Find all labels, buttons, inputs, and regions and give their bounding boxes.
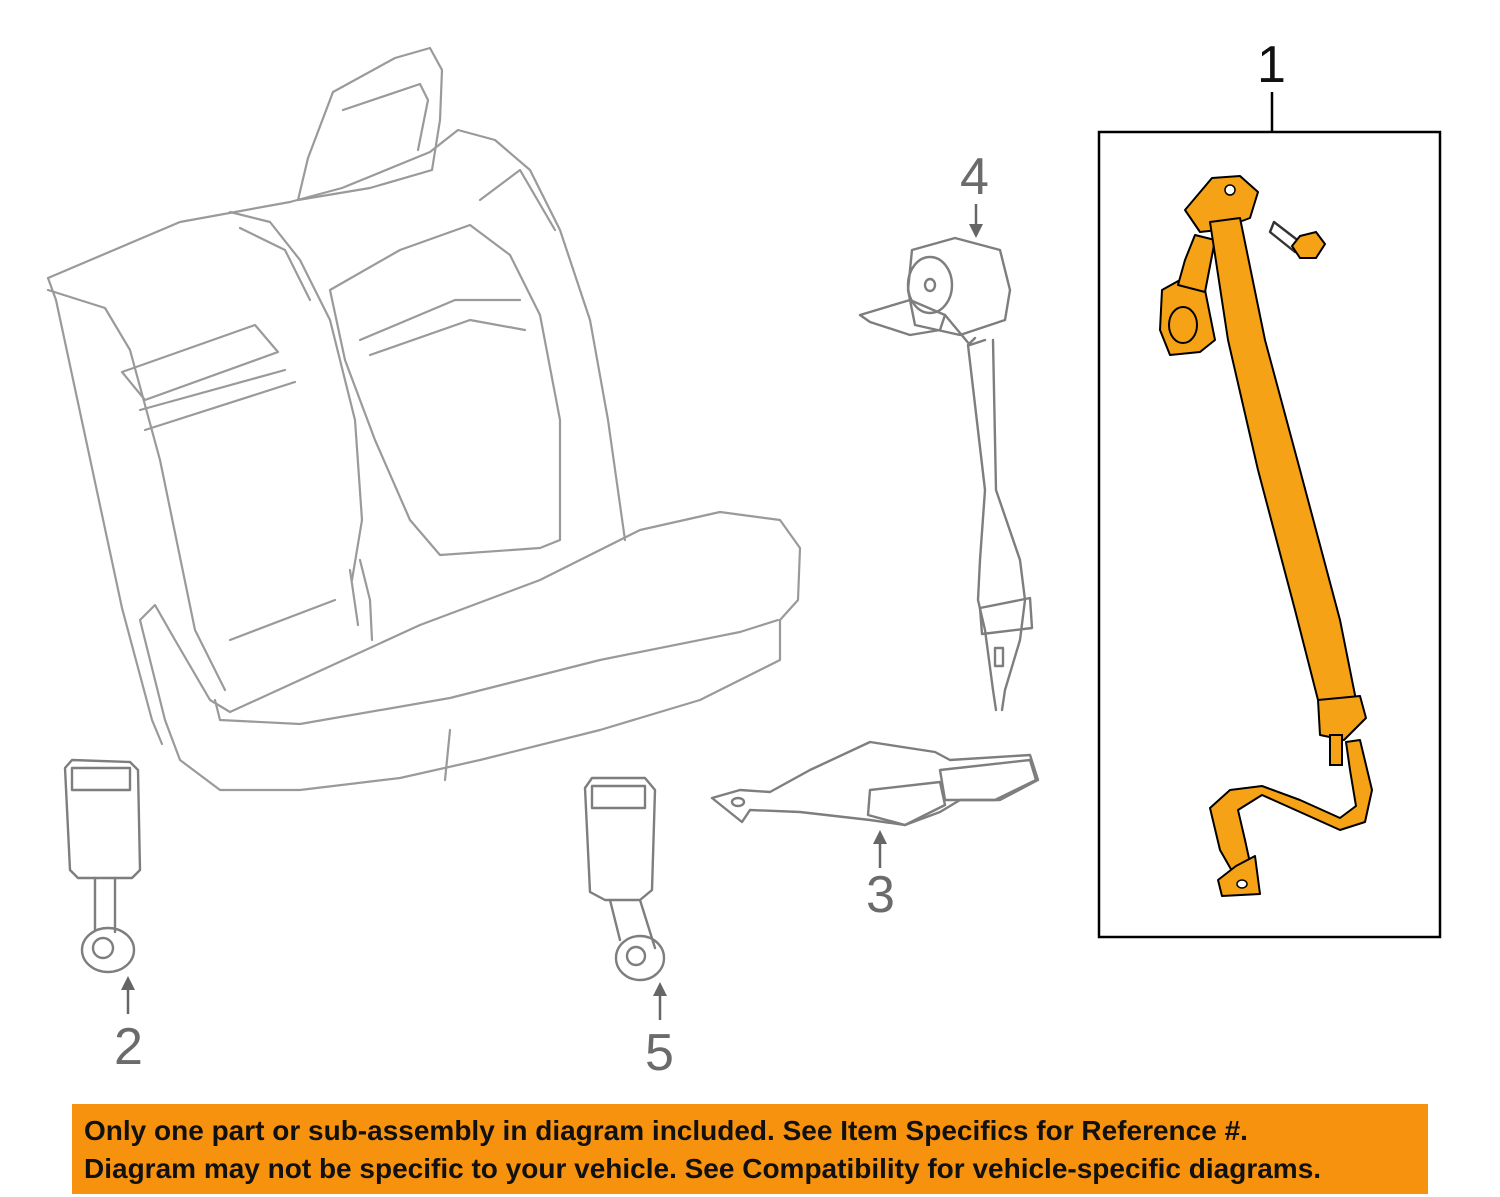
part-1-highlight-box	[1097, 130, 1442, 939]
callout-number-3: 3	[866, 866, 895, 924]
disclaimer-line-2: Diagram may not be specific to your vehi…	[84, 1153, 1322, 1184]
seat-belt-assembly-part-1-drawing	[1159, 175, 1373, 897]
buckle-part-2-drawing	[63, 758, 142, 974]
callout-number-4: 4	[960, 148, 989, 206]
buckle-part-5-drawing	[583, 776, 666, 982]
callout-leaders	[121, 92, 1274, 1020]
disclaimer-banner: Only one part or sub-assembly in diagram…	[72, 1104, 1428, 1194]
rear-seat-drawing	[46, 46, 802, 792]
retractor-part-4-drawing	[858, 236, 1034, 712]
bracket-part-3-drawing	[710, 740, 1040, 827]
callout-number-5: 5	[645, 1024, 674, 1082]
callout-number-1: 1	[1257, 36, 1286, 94]
disclaimer-line-1: Only one part or sub-assembly in diagram…	[84, 1115, 1248, 1146]
callout-number-2: 2	[114, 1018, 143, 1076]
